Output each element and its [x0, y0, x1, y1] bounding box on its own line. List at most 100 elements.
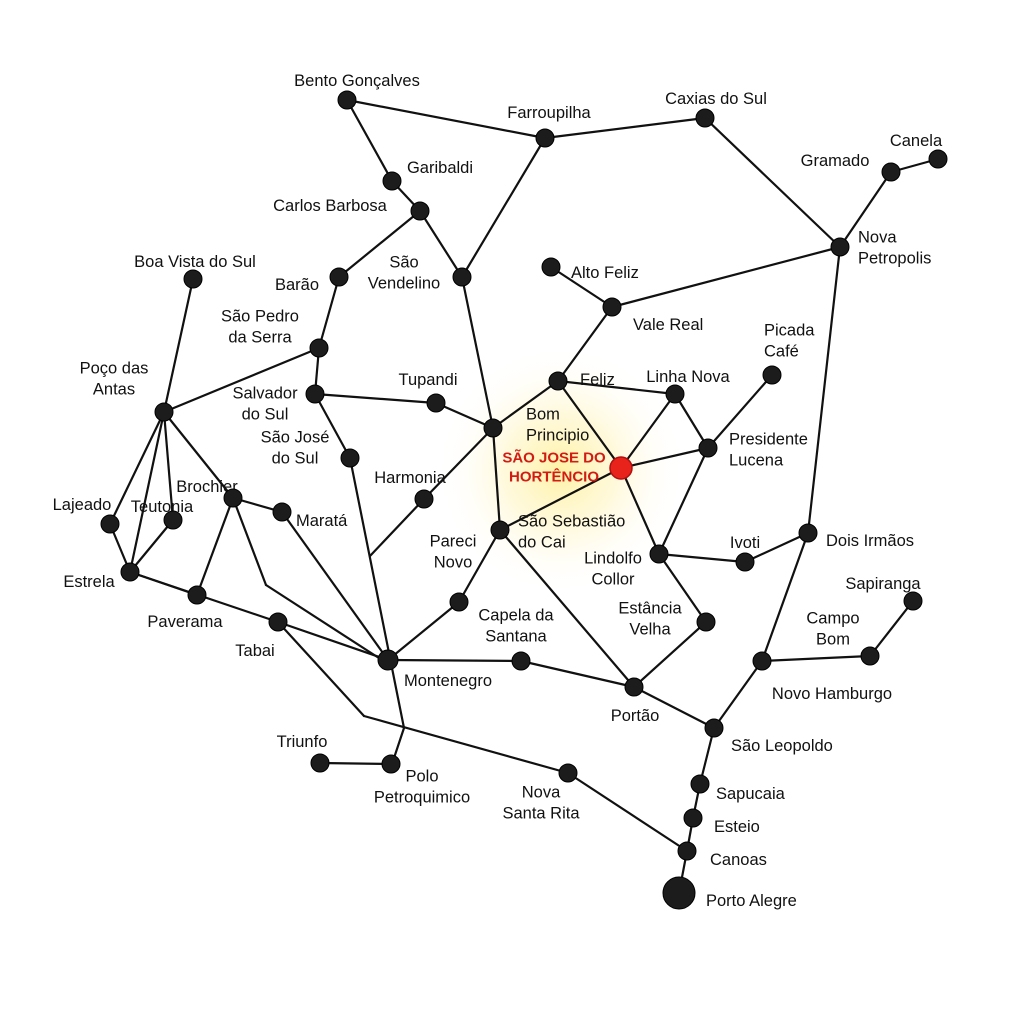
city-node-lindolfo[interactable]	[649, 544, 669, 564]
city-label-line: Tabai	[235, 642, 274, 660]
city-node-tupandi[interactable]	[426, 393, 446, 413]
city-label-line: São Pedro	[221, 308, 299, 326]
city-label-boa-vista: Boa Vista do Sul	[134, 253, 256, 271]
city-label-line: Collor	[591, 571, 635, 589]
city-node-lajeado[interactable]	[100, 514, 120, 534]
city-node-sao-vendelino[interactable]	[452, 267, 472, 287]
city-node-estrela[interactable]	[120, 562, 140, 582]
city-node-harmonia[interactable]	[414, 489, 434, 509]
road-barao-to-sao_pedro	[317, 275, 341, 350]
city-node-portao[interactable]	[624, 677, 644, 697]
city-node-sao-leopoldo[interactable]	[704, 718, 724, 738]
city-label-sapiranga: Sapiranga	[845, 575, 921, 593]
city-label-line: Petroquimico	[374, 789, 470, 807]
city-node-sapiranga[interactable]	[903, 591, 923, 611]
city-label-sapucaia: Sapucaia	[716, 785, 786, 803]
road-carlos-to-sao_vendelino	[418, 209, 464, 279]
city-node-salvador[interactable]	[305, 384, 325, 404]
city-node-sapucaia[interactable]	[690, 774, 710, 794]
city-node-sao-pedro[interactable]	[309, 338, 329, 358]
city-label-paverama: Paverama	[147, 613, 223, 631]
road-bento-to-garibaldi	[345, 98, 394, 183]
road-feliz-to-linha_nova	[556, 379, 677, 396]
road-sao_sebastiao-to-pareci	[457, 528, 502, 604]
road-linha_nova-to-sjh	[619, 392, 677, 470]
city-node-tabai[interactable]	[268, 612, 288, 632]
city-node-brochier[interactable]	[223, 488, 243, 508]
city-node-bom-principio[interactable]	[483, 418, 503, 438]
city-node-picada-cafe[interactable]	[762, 365, 782, 385]
city-label-line: do Sul	[272, 450, 319, 468]
city-node-sao-sebastiao[interactable]	[490, 520, 510, 540]
city-label-montenegro: Montenegro	[404, 672, 492, 690]
city-node-porto-alegre[interactable]	[662, 876, 696, 910]
city-node-marata[interactable]	[272, 502, 292, 522]
city-label-line: Estância	[618, 600, 682, 618]
city-node-garibaldi[interactable]	[382, 171, 402, 191]
city-label-line: Tupandi	[398, 371, 457, 389]
city-node-estancia[interactable]	[696, 612, 716, 632]
city-node-canoas[interactable]	[677, 841, 697, 861]
city-label-line: Petropolis	[858, 250, 931, 268]
road-sao_sebastiao-to-portao	[498, 528, 636, 689]
city-node-polo[interactable]	[381, 754, 401, 774]
city-node-novo-hamburgo[interactable]	[752, 651, 772, 671]
city-label-esteio: Esteio	[714, 818, 760, 836]
city-node-esteio[interactable]	[683, 808, 703, 828]
city-node-teutonia[interactable]	[163, 510, 183, 530]
road-farroupilha-to-sao_vendelino	[460, 136, 547, 279]
road-triunfo-to-polo	[318, 761, 393, 766]
city-node-carlos[interactable]	[410, 201, 430, 221]
city-node-linha-nova[interactable]	[665, 384, 685, 404]
city-label-line: Pareci	[430, 533, 477, 551]
city-node-sjh[interactable]	[609, 456, 633, 480]
road-ivoti-to-dois_irmaos	[743, 531, 810, 564]
city-node-triunfo[interactable]	[310, 753, 330, 773]
road-sao_vendelino-to-bom_principio	[460, 275, 495, 430]
city-node-alto-feliz[interactable]	[541, 257, 561, 277]
city-label-line: Linha Nova	[646, 368, 730, 386]
city-label-brochier: Brochier	[176, 478, 238, 496]
city-node-barao[interactable]	[329, 267, 349, 287]
city-label-line: Antas	[93, 381, 135, 399]
city-node-montenegro[interactable]	[377, 649, 399, 671]
city-node-campo-bom[interactable]	[860, 646, 880, 666]
road-nova_santa_rita-to-canoas	[566, 771, 689, 853]
city-label-line: do Sul	[242, 406, 289, 424]
city-node-feliz[interactable]	[548, 371, 568, 391]
city-node-bento[interactable]	[337, 90, 357, 110]
city-node-vale-real[interactable]	[602, 297, 622, 317]
road-vale_real-to-feliz	[556, 305, 614, 383]
road-portao-to-sao_leopoldo	[632, 685, 716, 730]
city-node-boa-vista[interactable]	[183, 269, 203, 289]
road-estancia-to-portao	[632, 620, 708, 689]
road-pareci-to-montenegro	[386, 600, 461, 662]
city-node-presidente-lucena[interactable]	[698, 438, 718, 458]
city-node-paverama[interactable]	[187, 585, 207, 605]
city-node-canela[interactable]	[928, 149, 948, 169]
city-label-triunfo: Triunfo	[277, 733, 328, 751]
city-label-line: Estrela	[63, 573, 115, 591]
city-node-pareci[interactable]	[449, 592, 469, 612]
city-node-nova-petropolis[interactable]	[830, 237, 850, 257]
city-node-gramado[interactable]	[881, 162, 901, 182]
road-segment	[313, 392, 352, 460]
city-node-pocos[interactable]	[154, 402, 174, 422]
city-label-garibaldi: Garibaldi	[407, 159, 473, 177]
city-label-line: Lindolfo	[584, 550, 642, 568]
city-node-farroupilha[interactable]	[535, 128, 555, 148]
city-label-line: Novo Hamburgo	[772, 685, 892, 703]
city-node-capela[interactable]	[511, 651, 531, 671]
city-node-dois-irmaos[interactable]	[798, 523, 818, 543]
city-node-ivoti[interactable]	[735, 552, 755, 572]
city-node-sjs[interactable]	[340, 448, 360, 468]
city-node-nova-santa-rita[interactable]	[558, 763, 578, 783]
road-campo_bom-to-sapiranga	[868, 599, 915, 658]
road-capela-to-portao	[519, 659, 636, 689]
road-sjh-to-sao_sebastiao	[498, 466, 623, 532]
city-node-caxias[interactable]	[695, 108, 715, 128]
